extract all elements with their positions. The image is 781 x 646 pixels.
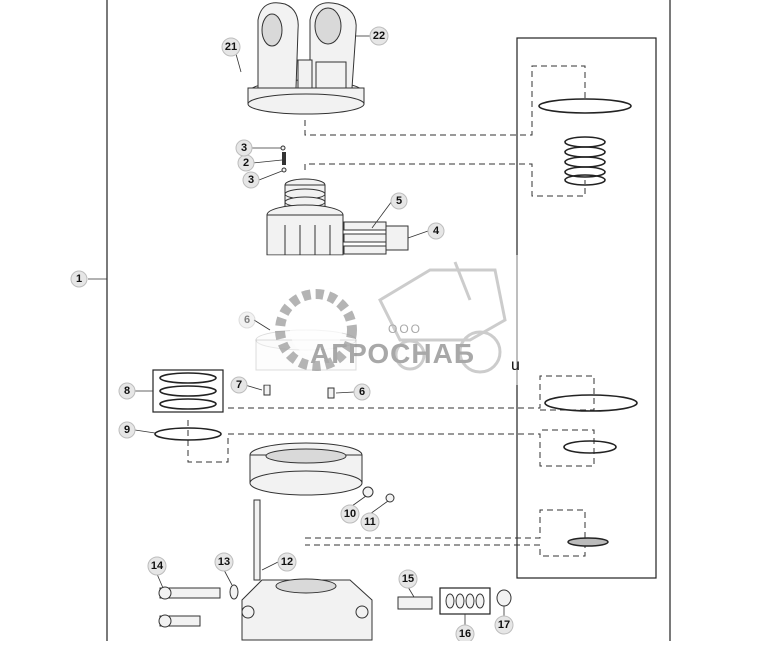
- watermark-company-name: АГРОСНАБ: [310, 338, 475, 369]
- valve-parts: [397, 587, 512, 615]
- callout-21: 21: [221, 37, 241, 57]
- callout-6-upper: 6: [238, 311, 256, 329]
- seal-stack-icon: [564, 136, 606, 186]
- long-rod-part: [253, 499, 261, 581]
- gear-logo-icon: [275, 289, 357, 371]
- svg-text:4: 4: [433, 225, 440, 237]
- washer-part: [154, 427, 222, 441]
- seal-pack-part: [152, 369, 224, 413]
- callout-5: 5: [390, 192, 408, 210]
- callout-3-bottom: 3: [242, 171, 260, 189]
- small-seal-icon: [567, 537, 609, 547]
- svg-text:15: 15: [402, 573, 414, 585]
- svg-text:21: 21: [225, 41, 237, 53]
- callout-8: 8: [118, 382, 136, 400]
- base-housing-part: [241, 578, 373, 641]
- washer-icon: [563, 440, 617, 454]
- callout-9: 9: [118, 421, 136, 439]
- harvester-icon: [378, 261, 507, 374]
- svg-text:12: 12: [281, 556, 293, 568]
- svg-text:16: 16: [459, 628, 471, 640]
- callout-16: 16: [455, 624, 475, 644]
- clevis-head-part: [247, 2, 365, 115]
- svg-text:8: 8: [124, 385, 130, 397]
- o-ring-medium-icon: [544, 394, 638, 412]
- svg-text:10: 10: [344, 508, 356, 520]
- svg-text:14: 14: [151, 560, 164, 572]
- callout-10: 10: [340, 504, 360, 524]
- stray-character: u: [511, 357, 520, 374]
- svg-text:6: 6: [359, 386, 365, 398]
- svg-text:22: 22: [373, 30, 385, 42]
- nut-washer-part: [362, 486, 395, 503]
- callout-4: 4: [427, 222, 445, 240]
- callout-2: 2: [237, 154, 255, 172]
- callout-7: 7: [230, 376, 248, 394]
- seal-kit-box: [516, 37, 657, 579]
- svg-text:2: 2: [243, 157, 249, 169]
- callout-3-top: 3: [235, 139, 253, 157]
- agrosnab-watermark: ООО АГРОСНАБ: [245, 255, 535, 385]
- lower-flange-part: [249, 442, 363, 496]
- svg-text:13: 13: [218, 556, 230, 568]
- callout-13: 13: [214, 552, 234, 572]
- svg-text:9: 9: [124, 424, 130, 436]
- callout-14: 14: [147, 556, 167, 576]
- seal-kit-items: [538, 98, 638, 547]
- svg-text:11: 11: [364, 516, 376, 528]
- svg-text:7: 7: [236, 379, 242, 391]
- spring-bolt-part: [343, 221, 409, 255]
- watermark-prefix: ООО: [388, 322, 422, 336]
- callout-11: 11: [360, 512, 380, 532]
- bolts-part: [158, 584, 239, 628]
- svg-text:3: 3: [241, 142, 247, 154]
- callout-15: 15: [398, 569, 418, 589]
- callout-leaders: [88, 35, 505, 625]
- callout-17: 17: [494, 615, 514, 635]
- callout-6-lower: 6: [353, 383, 371, 401]
- callout-12: 12: [277, 552, 297, 572]
- small-pins-part: [280, 145, 287, 173]
- piston-assembly-part: [266, 178, 344, 256]
- callout-22: 22: [369, 26, 389, 46]
- o-ring-large-icon: [538, 98, 632, 114]
- callout-1: 1: [70, 270, 88, 288]
- svg-text:3: 3: [248, 174, 254, 186]
- svg-text:1: 1: [76, 273, 82, 285]
- diagram-frame: [106, 0, 671, 641]
- pins-7-6-part: [263, 384, 335, 399]
- svg-text:5: 5: [396, 195, 402, 207]
- svg-text:6: 6: [244, 314, 250, 326]
- svg-text:17: 17: [498, 619, 510, 631]
- seal-kit-dashed-leaders: [187, 65, 595, 557]
